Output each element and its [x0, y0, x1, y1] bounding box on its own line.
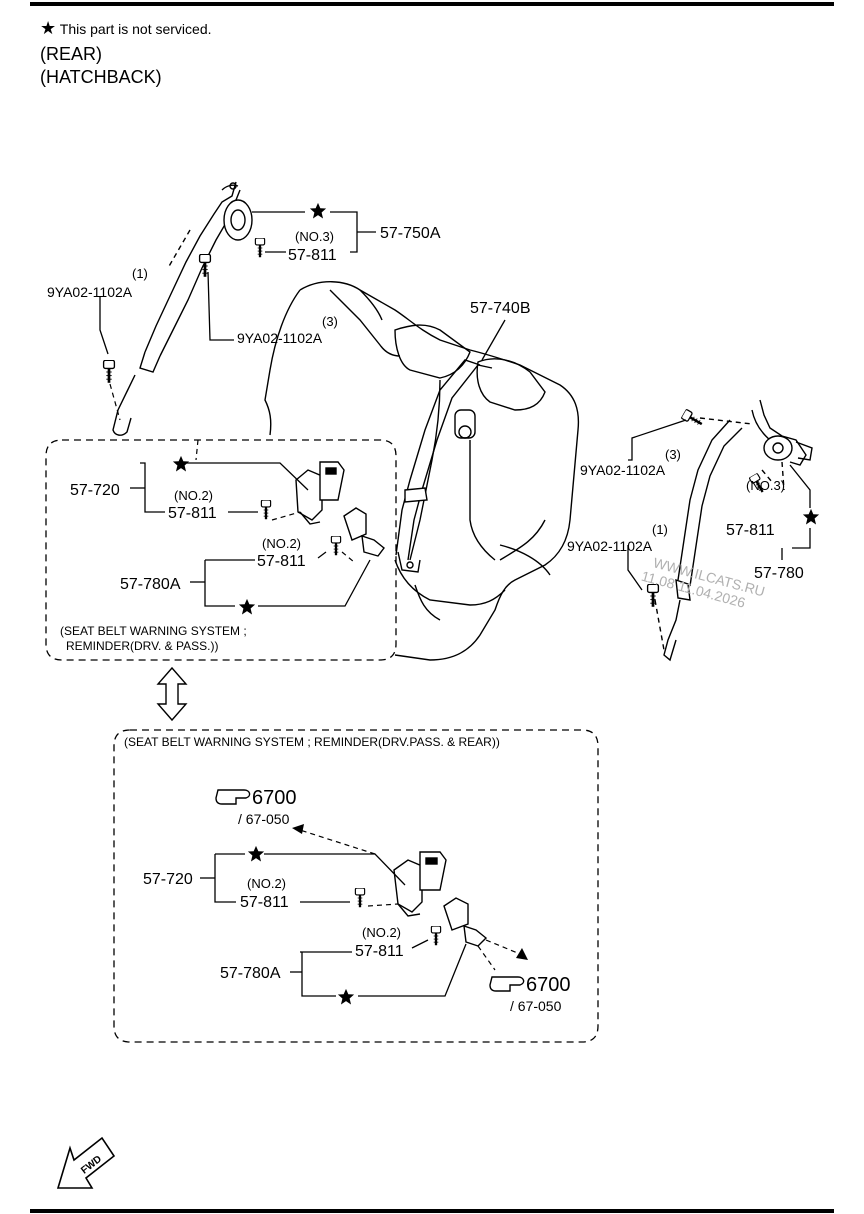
right-retractor-bolt-label: 57-811 — [726, 522, 775, 539]
arrowhead-icon — [292, 824, 304, 834]
right-retractor-part-label: 57-780 — [754, 565, 804, 582]
box1-lower-noted-label: (NO.2) — [262, 536, 301, 551]
box1-buckle-noted-label: (NO.2) — [174, 488, 213, 503]
center-seat-belt — [395, 359, 493, 573]
right-bolt3-part-label: 9YA02-1102A — [580, 462, 666, 478]
box1-caption-line1: (SEAT BELT WARNING SYSTEM ; — [60, 624, 247, 638]
box2-ref-bottom-number: 6700 — [526, 974, 571, 996]
bolt-icon — [260, 500, 272, 520]
box1-leaders — [130, 462, 371, 607]
box2-lower-noted-label: (NO.2) — [362, 925, 401, 940]
box2-lower-part-label: 57-780A — [220, 965, 281, 982]
center-belt-label: 57-740B — [470, 300, 531, 317]
box1-caption-line2: REMINDER(DRV. & PASS.)) — [66, 639, 218, 653]
bottom-border — [30, 1209, 834, 1213]
right-bolt1-qty-label: (1) — [652, 522, 668, 537]
reminder-box-drv-pass-rear — [113, 729, 599, 1043]
rear-seat-illustration — [264, 281, 580, 661]
box2-ref-top-number: 6700 — [252, 787, 297, 809]
box2-ref-top-leader — [299, 829, 376, 855]
box2-buckle-part-label: 57-720 — [143, 871, 193, 888]
leader-lines-right — [627, 419, 811, 591]
leader-lines-upper-left — [99, 211, 376, 355]
legend-note: ★ This part is not serviced. — [40, 18, 212, 39]
bolt3-part-label: 9YA02-1102A — [237, 330, 323, 346]
box1-buckle-part-label: 57-720 — [70, 482, 120, 499]
right-retractor-noted-label: (NO.3) — [746, 478, 785, 493]
box2-lower-bolt-label: 57-811 — [355, 943, 404, 960]
upper-left-retractor-belt — [112, 181, 253, 436]
not-serviced-star-icon — [309, 202, 327, 219]
retractor-bolt-label: 57-811 — [288, 247, 337, 264]
box2-dash-leaders — [367, 903, 521, 971]
box2-ref-bottom-sub: / 67-050 — [510, 998, 562, 1014]
legend-note-text: This part is not serviced. — [59, 21, 212, 37]
box1-buckle-bolt-label: 57-811 — [168, 505, 217, 522]
box1-dash-leaders — [195, 439, 355, 563]
bolt-icon — [198, 254, 212, 278]
not-serviced-star-icon — [802, 508, 820, 525]
forward-arrow-icon: FWD — [56, 1136, 116, 1189]
retractor-noted-label: (NO.3) — [295, 229, 334, 244]
header-rear: (REAR) — [40, 44, 102, 64]
bolt1-qty-label: (1) — [132, 266, 148, 281]
header-hatchback: (HATCHBACK) — [40, 67, 162, 87]
box2-buckle — [393, 851, 488, 947]
box1-lower-part-label: 57-780A — [120, 576, 181, 593]
bolt-icon — [430, 926, 442, 946]
center-belt-leader — [481, 319, 506, 361]
box2-ref-top-sub: / 67-050 — [238, 811, 290, 827]
watermark: WWW.ILCATS.RU 11.08 11.04.2026 — [640, 554, 767, 611]
bolt3-qty-label: (3) — [322, 314, 338, 329]
bolt1-part-label: 9YA02-1102A — [47, 284, 133, 300]
retractor-part-label: 57-750A — [380, 225, 441, 242]
right-retractor-belt — [654, 399, 813, 662]
box1-buckle — [295, 461, 385, 557]
right-bolt1-part-label: 9YA02-1102A — [567, 538, 653, 554]
reference-hand-icon — [215, 789, 251, 805]
box2-caption: (SEAT BELT WARNING SYSTEM ; REMINDER(DRV… — [124, 735, 500, 749]
bolt-icon — [102, 360, 116, 384]
arrowhead-icon — [516, 948, 528, 960]
bolt-icon — [330, 536, 342, 556]
box2-buckle-bolt-label: 57-811 — [240, 894, 289, 911]
double-arrow-icon — [156, 666, 188, 722]
not-serviced-star-icon — [172, 455, 190, 472]
bolt-icon — [354, 888, 366, 908]
right-bolt3-qty-label: (3) — [665, 447, 681, 462]
reminder-box-drv-pass — [45, 439, 397, 661]
reference-hand-icon — [489, 976, 525, 992]
bolt-icon — [254, 238, 266, 258]
top-border — [30, 2, 834, 6]
not-serviced-star-icon — [238, 598, 256, 615]
box1-lower-bolt-label: 57-811 — [257, 553, 306, 570]
not-serviced-star-icon — [337, 988, 355, 1005]
not-serviced-star-icon — [247, 845, 265, 862]
star-icon: ★ — [40, 18, 57, 39]
box2-buckle-noted-label: (NO.2) — [247, 876, 286, 891]
box2-leaders — [200, 853, 467, 997]
